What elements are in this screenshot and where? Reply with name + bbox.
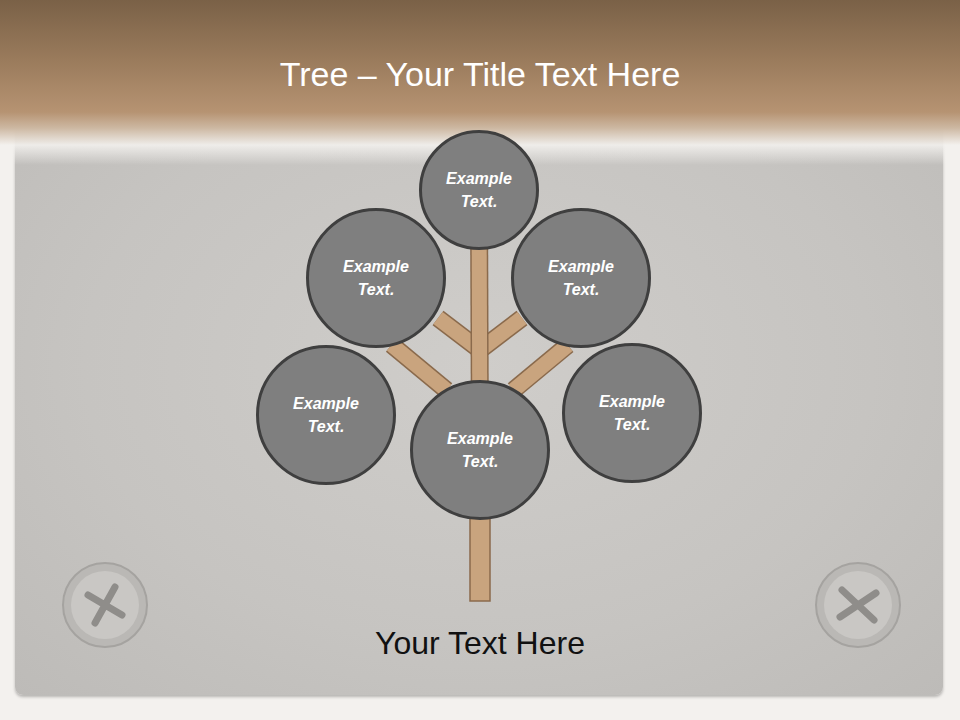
circle-node: Example Text. xyxy=(562,343,702,483)
screw xyxy=(63,563,147,647)
circle-outline xyxy=(306,208,446,348)
circle-outline xyxy=(511,208,651,348)
node-label: Example Text. xyxy=(586,390,678,436)
tree-branch-connector xyxy=(479,249,481,382)
node-label: Example Text. xyxy=(330,255,422,301)
screw xyxy=(816,563,900,647)
circle-node: Example Text. xyxy=(256,345,396,485)
node-label: Example Text. xyxy=(535,255,627,301)
caption: Your Text Here xyxy=(0,622,960,664)
circle-node: Example Text. xyxy=(306,208,446,348)
circle-node: Example Text. xyxy=(511,208,651,348)
circle-outline xyxy=(256,345,396,485)
circle-node: Example Text. xyxy=(410,380,550,520)
title: Tree – Your Title Text Here xyxy=(0,52,960,96)
circle-outline xyxy=(562,343,702,483)
tree-branch-connector xyxy=(392,345,447,391)
tree-branch-connector xyxy=(514,345,568,390)
circle-outline xyxy=(410,380,550,520)
circle-outline xyxy=(419,130,539,250)
node-label: Example Text. xyxy=(280,392,372,438)
node-label: Example Text. xyxy=(433,167,525,213)
circle-node: Example Text. xyxy=(419,130,539,250)
node-label: Example Text. xyxy=(434,427,526,473)
